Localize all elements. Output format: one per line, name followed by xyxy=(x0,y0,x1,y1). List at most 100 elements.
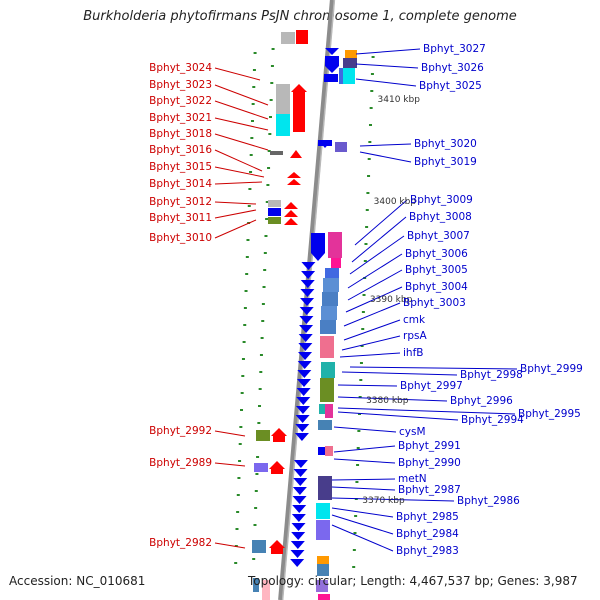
gene-block xyxy=(339,68,343,84)
left-gene-label: Bphyt_3016 xyxy=(149,144,212,156)
gene-arrow-up xyxy=(284,210,298,217)
gene-arrow-down xyxy=(300,280,315,288)
gene-arrow-down xyxy=(298,352,313,360)
gene-arrow-up xyxy=(269,461,285,469)
right-gene-label: metN xyxy=(398,473,427,485)
right-leader-line xyxy=(354,199,408,246)
map-title: Burkholderia phytofirmans PsJN chromosom… xyxy=(83,9,517,24)
tick-mark xyxy=(249,154,253,156)
left-leader-line xyxy=(214,67,261,81)
gene-block xyxy=(320,378,334,402)
gene-block xyxy=(316,520,330,540)
left-leader-line xyxy=(214,209,257,219)
right-leader-line xyxy=(351,216,407,263)
right-leader-line xyxy=(333,426,397,433)
right-leader-line xyxy=(337,407,516,415)
tick-mark xyxy=(250,120,254,122)
right-gene-label: Bphyt_2996 xyxy=(450,395,513,407)
gene-block xyxy=(318,447,326,455)
gene-arrow-up xyxy=(287,172,301,178)
tick-mark xyxy=(368,124,372,126)
gene-arrow-down xyxy=(295,406,310,414)
gene-block xyxy=(318,420,332,430)
left-leader-line xyxy=(214,430,246,437)
right-gene-label: Bphyt_2986 xyxy=(457,495,520,507)
gene-arrow-down xyxy=(295,415,310,423)
gene-arrow-down xyxy=(299,316,314,324)
tick-mark xyxy=(241,375,245,377)
gene-block xyxy=(321,306,337,320)
right-gene-label: Bphyt_3009 xyxy=(410,194,473,206)
right-gene-label: cysM xyxy=(399,426,426,438)
right-gene-label: ihfB xyxy=(403,347,423,359)
gene-arrow-up xyxy=(269,540,285,548)
right-gene-label: Bphyt_3005 xyxy=(405,264,468,276)
left-leader-line xyxy=(214,133,269,151)
right-leader-line xyxy=(331,507,394,518)
right-leader-line xyxy=(331,478,396,481)
gene-block xyxy=(316,503,330,519)
gene-arrow-down xyxy=(299,307,314,315)
right-gene-label: Bphyt_3025 xyxy=(419,80,482,92)
gene-block xyxy=(325,404,333,418)
tick-mark xyxy=(239,426,243,428)
left-leader-line xyxy=(214,462,246,467)
right-leader-line xyxy=(337,396,448,402)
gene-arrow-down xyxy=(293,460,308,468)
right-gene-label: Bphyt_3006 xyxy=(405,248,468,260)
tick-mark xyxy=(359,362,363,364)
gene-arrow-down xyxy=(298,343,313,351)
gene-block xyxy=(335,142,347,152)
gene-block xyxy=(341,68,355,84)
right-gene-label: Bphyt_3026 xyxy=(421,62,484,74)
gene-block xyxy=(270,151,283,155)
gene-arrow-down xyxy=(300,298,315,306)
gene-arrow-down xyxy=(311,253,325,261)
scale-label: 3390 kbp xyxy=(370,295,413,305)
gene-arrow-down xyxy=(290,550,305,558)
gene-block xyxy=(276,114,290,136)
tick-mark xyxy=(353,532,357,534)
right-leader-line xyxy=(343,302,401,327)
tick-mark xyxy=(370,90,374,92)
gene-arrow-up xyxy=(291,84,307,92)
tick-mark xyxy=(248,188,252,190)
tick-mark xyxy=(242,341,246,343)
gene-block xyxy=(311,233,325,253)
tick-mark xyxy=(250,137,254,139)
right-gene-label: Bphyt_3007 xyxy=(407,230,470,242)
gene-arrow-up xyxy=(271,428,287,436)
gene-block xyxy=(322,292,338,306)
gene-block xyxy=(323,278,339,292)
tick-mark xyxy=(254,507,258,509)
tick-mark xyxy=(266,184,270,186)
gene-arrow-down xyxy=(325,66,339,73)
right-gene-label: rpsA xyxy=(403,330,427,342)
gene-arrow-down xyxy=(299,325,314,333)
gene-arrow-down xyxy=(290,541,305,549)
left-gene-label: Bphyt_3023 xyxy=(149,79,212,91)
gene-block xyxy=(321,362,335,378)
tick-mark xyxy=(367,175,371,177)
tick-mark xyxy=(371,56,375,58)
left-gene-label: Bphyt_3015 xyxy=(149,161,212,173)
gene-arrow-down xyxy=(301,262,316,270)
gene-block xyxy=(273,434,285,442)
gene-arrow-down xyxy=(295,424,310,432)
right-leader-line xyxy=(337,384,398,387)
tick-mark xyxy=(243,324,247,326)
right-gene-label: cmk xyxy=(403,314,426,326)
gene-block xyxy=(328,232,342,258)
right-gene-label: Bphyt_2987 xyxy=(398,484,461,496)
tick-mark xyxy=(357,430,361,432)
tick-mark xyxy=(235,528,239,530)
tick-mark xyxy=(236,511,240,513)
tick-mark xyxy=(258,388,262,390)
tick-mark xyxy=(241,358,245,360)
tick-mark xyxy=(261,320,265,322)
right-gene-label: Bphyt_2990 xyxy=(398,457,461,469)
tick-mark xyxy=(362,294,366,296)
left-gene-label: Bphyt_2982 xyxy=(149,537,212,549)
gene-block xyxy=(325,446,333,456)
right-gene-label: Bphyt_2985 xyxy=(396,511,459,523)
